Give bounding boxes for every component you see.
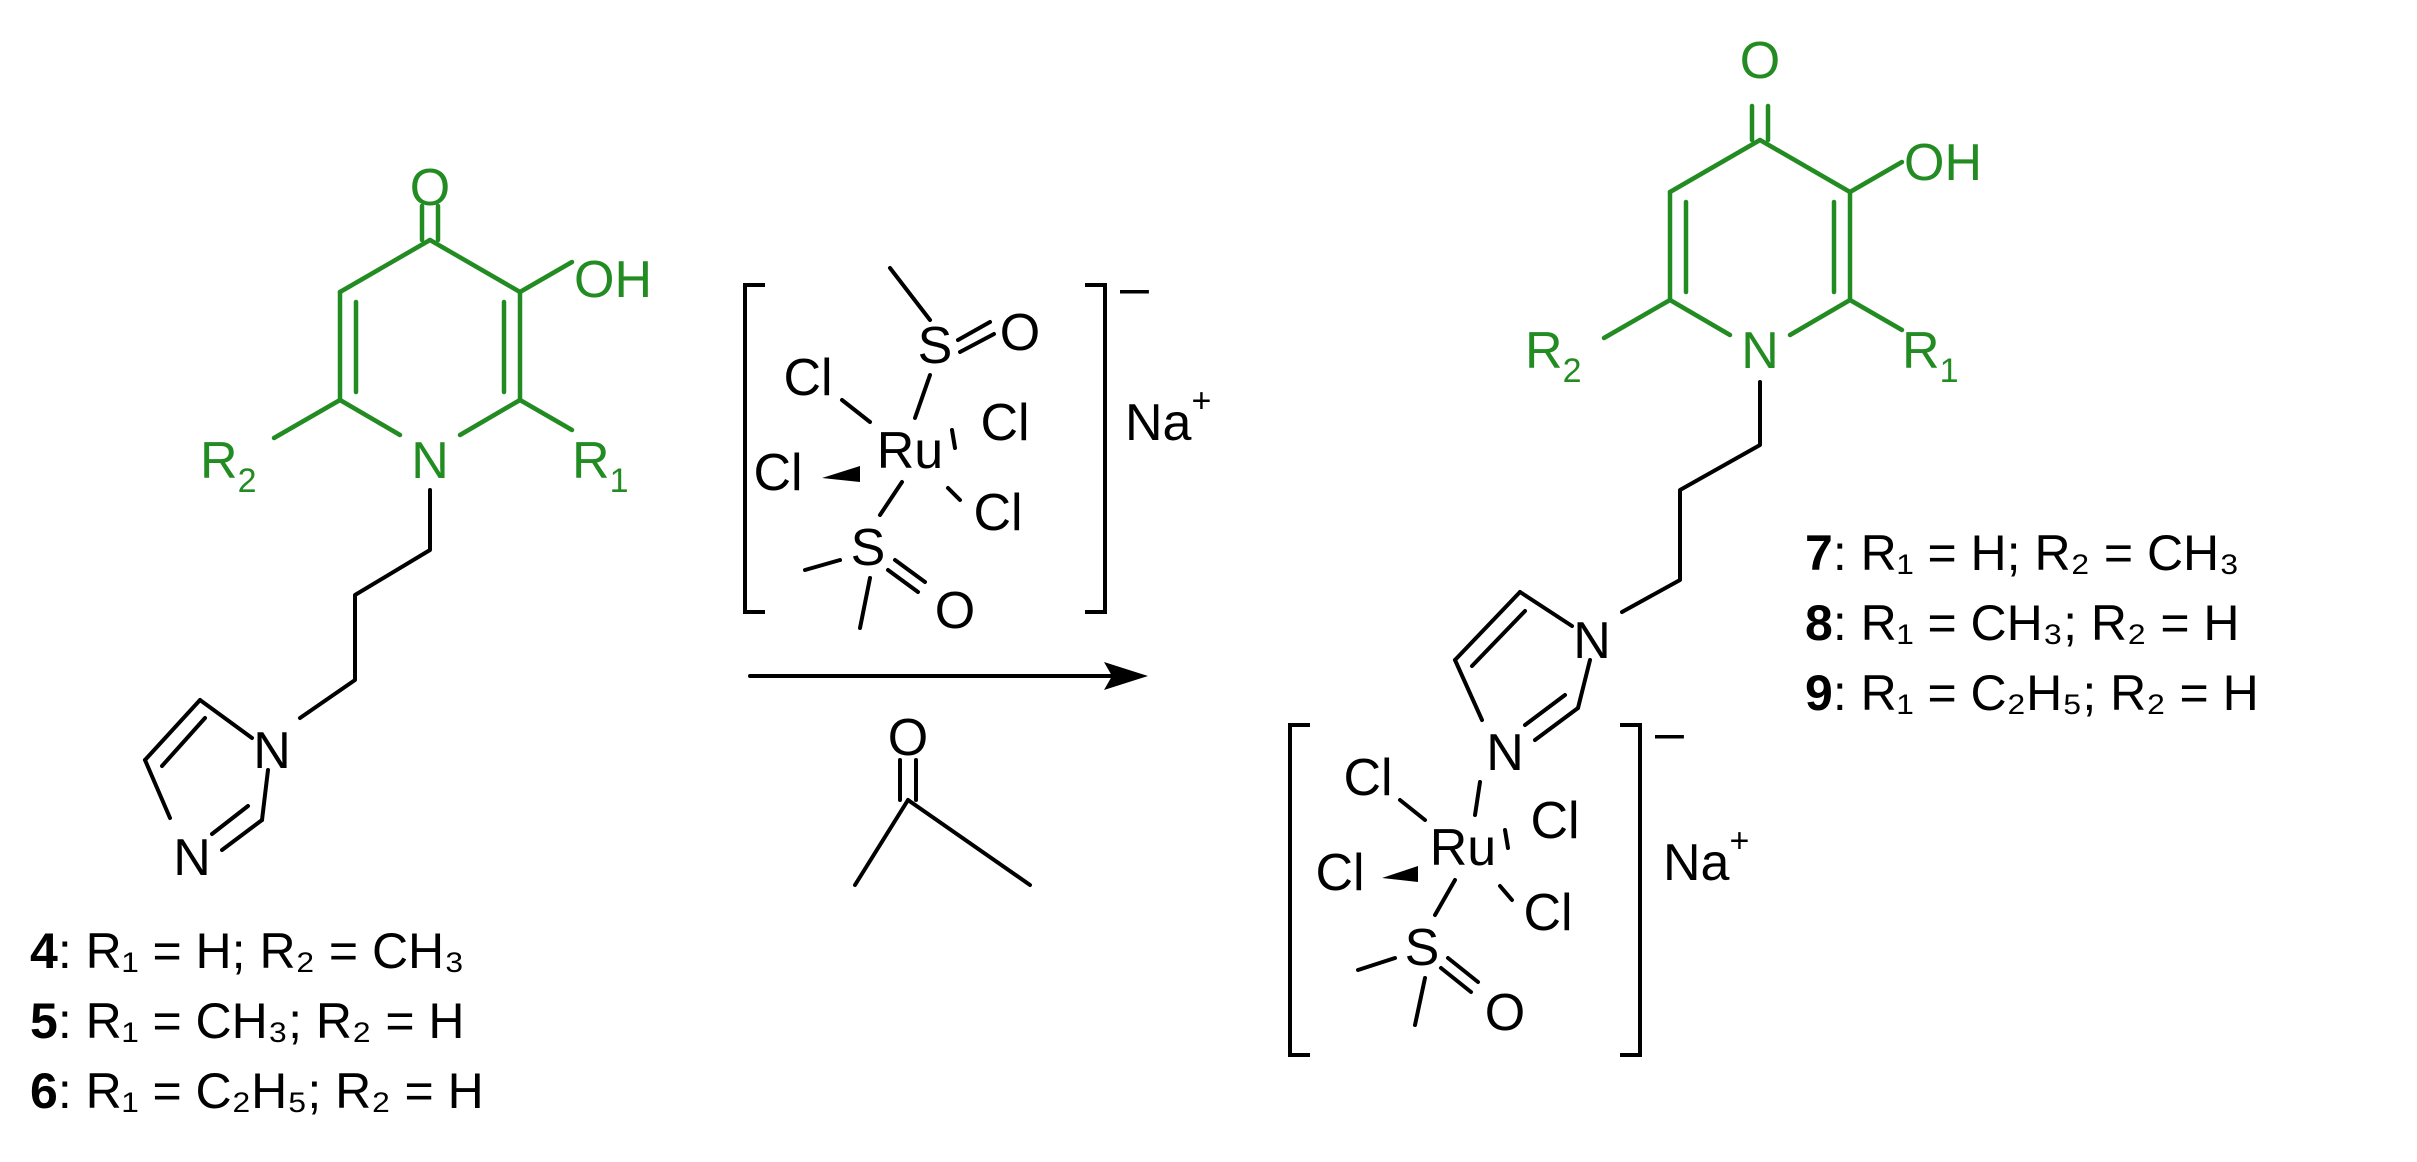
product-label-row: 7: R₁ = H; R₂ = CH₃ xyxy=(1805,525,2240,581)
reagent-ruthenium: Ru xyxy=(877,422,943,480)
reactant-imidazole-n3: N xyxy=(173,829,211,887)
product-label-row: 8: R₁ = CH₃; R₂ = H xyxy=(1805,595,2240,651)
product-wedge-bond xyxy=(1382,866,1418,882)
reactant-label-row: 5: R₁ = CH₃; R₂ = H xyxy=(30,993,465,1049)
reaction-arrow xyxy=(748,662,1148,690)
product-n-ru-bond xyxy=(1473,780,1482,817)
product-sulfoxide-oxygen: O xyxy=(1485,984,1525,1042)
ruthenium-reagent: – Na+ S O Ru Cl Cl Cl Cl S O xyxy=(743,259,1211,640)
reagent-charge-minus: – xyxy=(1120,259,1149,317)
product-molecule: O OH N R2 R1 N N – Na+ xyxy=(1288,32,1982,1057)
product-ruthenium-complex: – Na+ Ru Cl Cl Cl Cl S O xyxy=(1288,704,1749,1057)
product-imidazole-n1: N xyxy=(1573,612,1611,670)
product-right-bracket xyxy=(1620,723,1642,1057)
product-labels: 7: R₁ = H; R₂ = CH₃ 8: R₁ = CH₃; R₂ = H … xyxy=(1805,525,2259,721)
product-chloride: Cl xyxy=(1530,792,1579,850)
reactant-labels: 4: R₁ = H; R₂ = CH₃ 5: R₁ = CH₃; R₂ = H … xyxy=(30,923,484,1119)
reactant-ring-nitrogen: N xyxy=(411,432,449,490)
product-label-row: 9: R₁ = C₂H₅; R₂ = H xyxy=(1805,665,2259,721)
product-left-bracket xyxy=(1288,723,1310,1057)
reactant-r2-group: R2 xyxy=(200,432,256,500)
reactant-label-row: 6: R₁ = C₂H₅; R₂ = H xyxy=(30,1063,484,1119)
reagent-sulfur-top: S xyxy=(918,317,953,375)
product-imidazole-ring xyxy=(1453,590,1592,742)
product-r2-group: R2 xyxy=(1525,322,1581,390)
reagent-sulfoxide-oxygen-top: O xyxy=(1000,304,1040,362)
reagent-chloride: Cl xyxy=(973,484,1022,542)
reagent-left-bracket xyxy=(743,283,765,614)
reactant-r1-group: R1 xyxy=(572,432,628,500)
reagent-sodium-counterion: Na+ xyxy=(1125,382,1211,452)
product-propyl-linker xyxy=(1620,380,1762,614)
reactant-label-row: 4: R₁ = H; R₂ = CH₃ xyxy=(30,923,465,979)
reagent-sulfoxide-oxygen-bottom: O xyxy=(935,582,975,640)
reagent-right-bracket xyxy=(1085,283,1107,614)
reactant-pyridinone-ring xyxy=(271,203,575,441)
acetone-oxygen: O xyxy=(888,709,928,767)
reactant-propyl-linker xyxy=(298,488,432,720)
product-hydroxyl: OH xyxy=(1904,134,1982,192)
acetone-solvent: O xyxy=(853,709,1032,887)
product-charge-minus: – xyxy=(1655,704,1684,762)
reagent-chloride: Cl xyxy=(753,444,802,502)
product-r1-group: R1 xyxy=(1902,322,1958,390)
product-imidazole-n3: N xyxy=(1486,724,1524,782)
reactant-molecule: O OH N R2 R1 N N xyxy=(143,159,652,887)
reagent-chloride: Cl xyxy=(783,349,832,407)
product-pyridinone-ring xyxy=(1601,103,1905,341)
reagent-sulfur-bottom: S xyxy=(851,519,886,577)
product-sulfur: S xyxy=(1405,919,1440,977)
product-chloride: Cl xyxy=(1523,884,1572,942)
reactant-hydroxyl: OH xyxy=(574,251,652,309)
product-sodium-counterion: Na+ xyxy=(1663,822,1749,892)
reactant-imidazole-ring xyxy=(143,698,270,852)
product-chloride: Cl xyxy=(1315,844,1364,902)
reactant-imidazole-n1: N xyxy=(253,722,291,780)
reagent-wedge-bond xyxy=(822,466,860,482)
reagent-chloride: Cl xyxy=(980,394,1029,452)
product-carbonyl-oxygen: O xyxy=(1740,32,1780,90)
product-ruthenium: Ru xyxy=(1430,819,1496,877)
reactant-carbonyl-oxygen: O xyxy=(410,159,450,217)
product-chloride: Cl xyxy=(1343,749,1392,807)
product-ring-nitrogen: N xyxy=(1741,322,1779,380)
